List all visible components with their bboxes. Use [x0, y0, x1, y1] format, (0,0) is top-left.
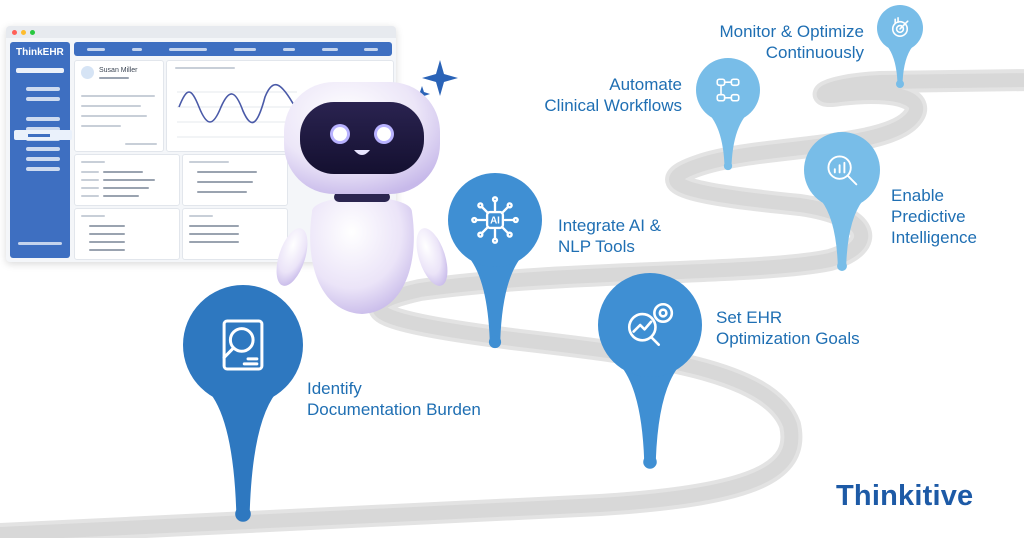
ehr-top-nav	[74, 42, 392, 56]
step-label-integrate-ai: Integrate AI & NLP Tools	[558, 216, 662, 256]
medications-card	[74, 208, 180, 260]
step-label-automate: Automate Clinical Workflows	[544, 75, 682, 115]
window-titlebar	[6, 26, 396, 38]
sidebar-item	[26, 87, 60, 91]
avatar	[81, 66, 94, 79]
sidebar-item	[26, 157, 60, 161]
step-label-set-goals: Set EHR Optimization Goals	[716, 308, 860, 348]
ehr-search-input	[16, 68, 64, 73]
pin-analytics-search-marker	[804, 132, 880, 271]
sidebar-item-active	[14, 130, 72, 140]
step-label-predictive: Enable Predictive Intelligence	[891, 186, 978, 247]
minimize-dot	[21, 29, 26, 35]
diagnosis-card	[74, 154, 180, 206]
patient-name: Susan Miller	[99, 67, 138, 74]
maximize-dot	[30, 29, 35, 35]
sidebar-item	[26, 97, 60, 101]
growth-target-icon	[627, 302, 674, 346]
appointments-card	[182, 154, 288, 206]
sparkle-icon	[422, 60, 458, 96]
ehr-sidebar: ThinkEHR	[10, 42, 72, 258]
documents-card	[182, 208, 288, 260]
close-dot	[12, 29, 17, 35]
brand-logo: Thinkitive	[836, 480, 974, 512]
pin-workflow-marker	[696, 58, 760, 171]
patient-card: Susan Miller	[74, 60, 164, 152]
svg-text:AI: AI	[490, 216, 500, 227]
vitals-line-chart	[177, 83, 297, 138]
ai-network-icon: AI	[471, 196, 519, 244]
sidebar-footer	[18, 242, 62, 245]
workflow-icon	[716, 78, 740, 102]
analytics-search-icon	[827, 155, 858, 186]
sidebar-item	[26, 167, 60, 171]
document-search-icon	[222, 319, 264, 371]
pin-ai-network-marker: AI	[448, 173, 542, 349]
sidebar-item	[26, 147, 60, 151]
pin-document-search-marker	[183, 285, 303, 522]
sidebar-item	[26, 117, 60, 121]
ai-robot-illustration	[276, 60, 458, 314]
ehr-app-name: ThinkEHR	[16, 47, 64, 58]
pin-growth-target-marker	[598, 273, 702, 469]
step-label-identify: Identify Documentation Burden	[307, 379, 481, 419]
sidebar-item	[26, 127, 60, 131]
step-label-monitor: Monitor & Optimize Continuously	[719, 22, 864, 62]
pin-monitor-target-marker	[877, 5, 923, 88]
monitor-target-icon	[891, 17, 909, 38]
